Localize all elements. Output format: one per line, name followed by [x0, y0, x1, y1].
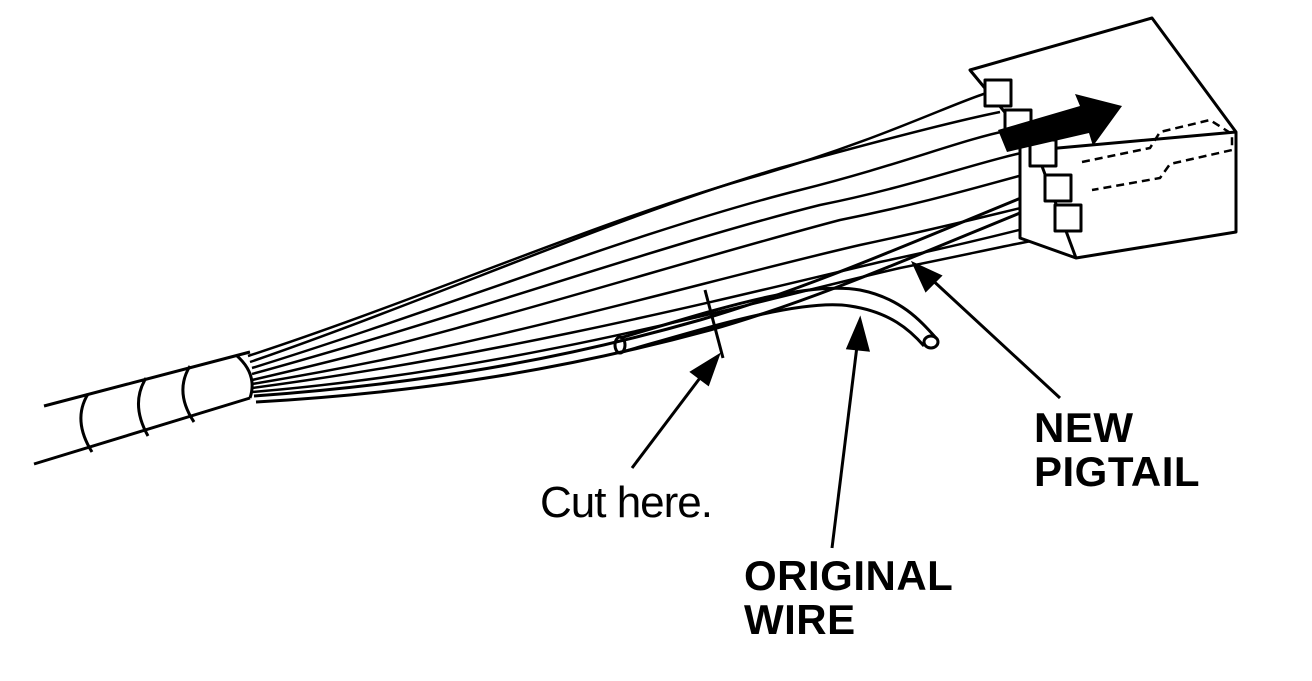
original-wire-label-line-1: ORIGINAL: [744, 552, 954, 599]
harness-trunk: [33, 350, 254, 466]
new-pigtail-label: NEW PIGTAIL: [1034, 406, 1200, 494]
insertion-arrow: [998, 94, 1122, 152]
leader-arrows: [630, 260, 1062, 549]
wire-bundle: [247, 86, 1063, 394]
new-pigtail-label-line-2: PIGTAIL: [1034, 448, 1201, 495]
new-pigtail-wire: [253, 174, 1083, 404]
original-wire-label-line-2: WIRE: [744, 596, 856, 643]
original-wire-label: ORIGINAL WIRE: [744, 554, 953, 642]
original-wire: [613, 286, 940, 355]
new-pigtail-label-line-1: NEW: [1034, 404, 1134, 451]
cut-mark: [703, 289, 725, 359]
cut-here-label: Cut here.: [540, 478, 713, 527]
